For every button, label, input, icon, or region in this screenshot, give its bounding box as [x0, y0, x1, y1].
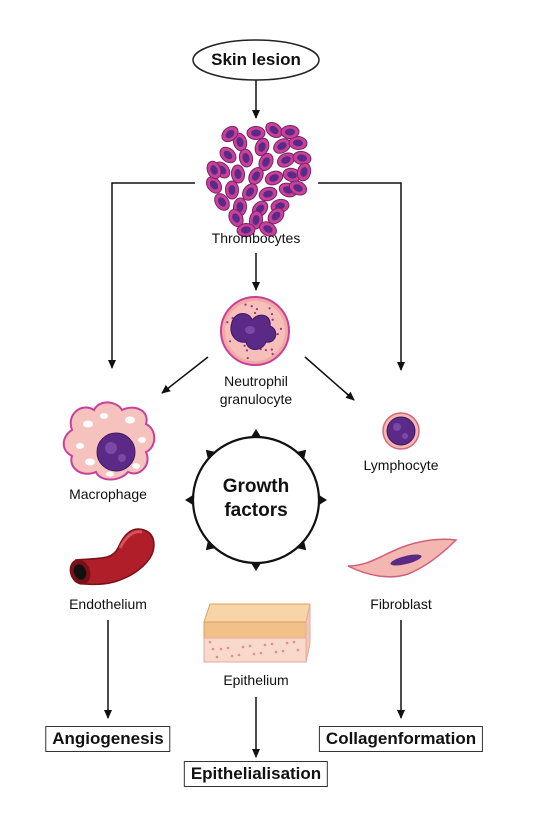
arrow-thrombocytes-to-lymphocyte — [318, 182, 405, 371]
thrombocyte — [221, 125, 239, 143]
arrow-neutrophil-to-macrophage — [161, 356, 209, 394]
thrombocytes-label: Thrombocytes — [211, 230, 301, 246]
thrombocyte — [258, 152, 274, 172]
endothelium-label: Endothelium — [69, 596, 147, 612]
thrombocyte — [288, 135, 308, 151]
thrombocyte — [224, 180, 240, 200]
thrombocyte — [280, 124, 300, 140]
thrombocyte — [238, 148, 254, 168]
thrombocyte — [236, 222, 256, 238]
thrombocyte — [265, 121, 283, 139]
neutrophil-illustration — [220, 296, 290, 366]
arrows — [104, 80, 405, 758]
thrombocyte — [219, 146, 237, 164]
skin-lesion-label: Skin lesion — [211, 50, 301, 69]
thrombocyte — [276, 152, 296, 168]
thrombocyte — [214, 193, 230, 211]
lymphocyte-label: Lymphocyte — [363, 457, 439, 473]
fibroblast-label: Fibroblast — [370, 596, 432, 612]
thrombocyte — [264, 170, 284, 186]
endothelium-illustration — [69, 528, 155, 586]
growth-factors-label-line2: factors — [224, 500, 288, 521]
arrow-thrombocytes-to-macrophage — [108, 182, 195, 369]
thrombocyte — [288, 180, 308, 196]
lymphocyte-illustration — [382, 412, 420, 450]
epithelium-illustration — [203, 603, 311, 663]
macrophage-illustration — [62, 401, 156, 481]
neutrophil-label-line1: Neutrophil — [224, 373, 288, 389]
thrombocyte — [296, 162, 312, 182]
growth-factors-hub — [185, 429, 327, 571]
fibroblast-illustration — [347, 538, 458, 578]
angiogenesis-box: Angiogenesis — [45, 726, 171, 752]
thrombocyte — [258, 186, 278, 202]
neutrophil-label-line2: granulocyte — [219, 391, 293, 407]
collagenformation-box: Collagenformation — [318, 726, 484, 752]
thrombocytes-illustration — [205, 121, 312, 238]
thrombocyte — [282, 167, 302, 183]
epithelialisation-box: Epithelialisation — [183, 761, 329, 787]
thrombocyte — [273, 138, 291, 154]
thrombocyte — [254, 137, 270, 157]
arrow-neutrophil-to-lymphocyte — [304, 356, 355, 401]
thrombocyte — [242, 183, 258, 201]
growth-factors-label-line1: Growth — [222, 476, 290, 497]
thrombocyte — [259, 221, 277, 237]
epithelium-label: Epithelium — [223, 672, 289, 688]
thrombocyte — [205, 176, 223, 194]
macrophage-label: Macrophage — [69, 486, 147, 502]
thrombocyte — [246, 126, 266, 140]
thrombocyte — [230, 164, 246, 184]
thrombocyte — [206, 160, 222, 180]
